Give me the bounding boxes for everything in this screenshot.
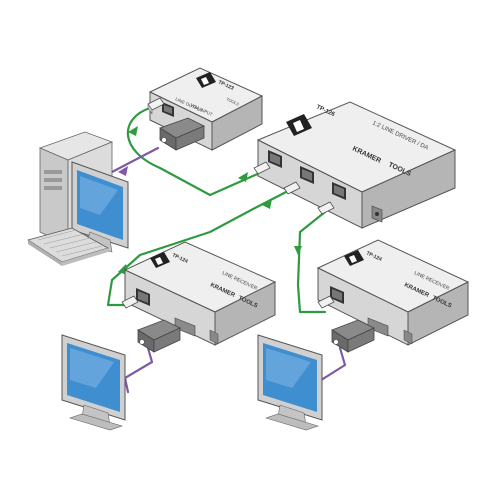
cable-left-receiver-to-monitor: [123, 346, 154, 394]
rj45-port-icon: [330, 286, 344, 304]
cables: [106, 106, 347, 394]
rj45-port-icon: [332, 182, 346, 200]
rj45-plug-icon: [253, 161, 271, 175]
cable-distributor-to-left-receiver: [106, 188, 292, 307]
rj45-port-icon: [136, 288, 150, 306]
arrow-icon: [128, 126, 138, 136]
cable-distributor-to-right-receiver: [296, 210, 327, 314]
transmitter-tag: TOOLS: [226, 96, 241, 106]
monitor-left-icon: [61, 334, 126, 431]
rj45-plug-icon: [121, 295, 139, 309]
vga-connector-icon: [331, 319, 375, 353]
right-receiver-device: TP-124 KRAMER TOOLS LINE RECEIVER: [316, 239, 470, 353]
arrow-icon: [238, 172, 248, 182]
rj45-plug-icon: [317, 295, 335, 309]
rj45-port-icon: [300, 166, 314, 184]
keyboard-icon: [27, 227, 110, 266]
power-port-icon: [403, 329, 413, 345]
desktop-computer-icon: [38, 131, 129, 253]
cable-computer-to-tx-vga: [110, 146, 160, 174]
power-port-icon: [371, 205, 383, 223]
vga-connector-icon: [159, 117, 205, 151]
kramer-logo-icon: [150, 252, 170, 268]
arrow-icon: [118, 166, 128, 176]
rj45-port-icon: [268, 150, 282, 168]
rj45-plug-icon: [317, 201, 335, 215]
monitor-right-icon: [257, 334, 323, 431]
cable-tx-to-distributor: [126, 106, 264, 197]
distributor-device: TP-126 KRAMER TOOLS 1:2 LINE DRIVER / DA: [253, 101, 457, 229]
transmitter-device: TP-123 LINE OUTPUT VGA INPUT TOOLS: [147, 67, 264, 151]
arrow-icon: [262, 199, 272, 209]
kramer-logo-icon: [286, 114, 312, 136]
vga-connector-icon: [137, 319, 181, 353]
arrow-icon: [294, 246, 302, 255]
rj45-plug-icon: [147, 97, 165, 115]
power-port-icon: [209, 329, 219, 345]
rj45-port-icon: [162, 102, 174, 117]
kramer-logo-icon: [196, 72, 216, 88]
vga-port-icon: [174, 317, 196, 337]
kramer-logo-icon: [344, 250, 364, 266]
rj45-plug-icon: [283, 181, 301, 195]
left-receiver-device: TP-124 KRAMER TOOLS LINE RECEIVER: [121, 241, 277, 353]
